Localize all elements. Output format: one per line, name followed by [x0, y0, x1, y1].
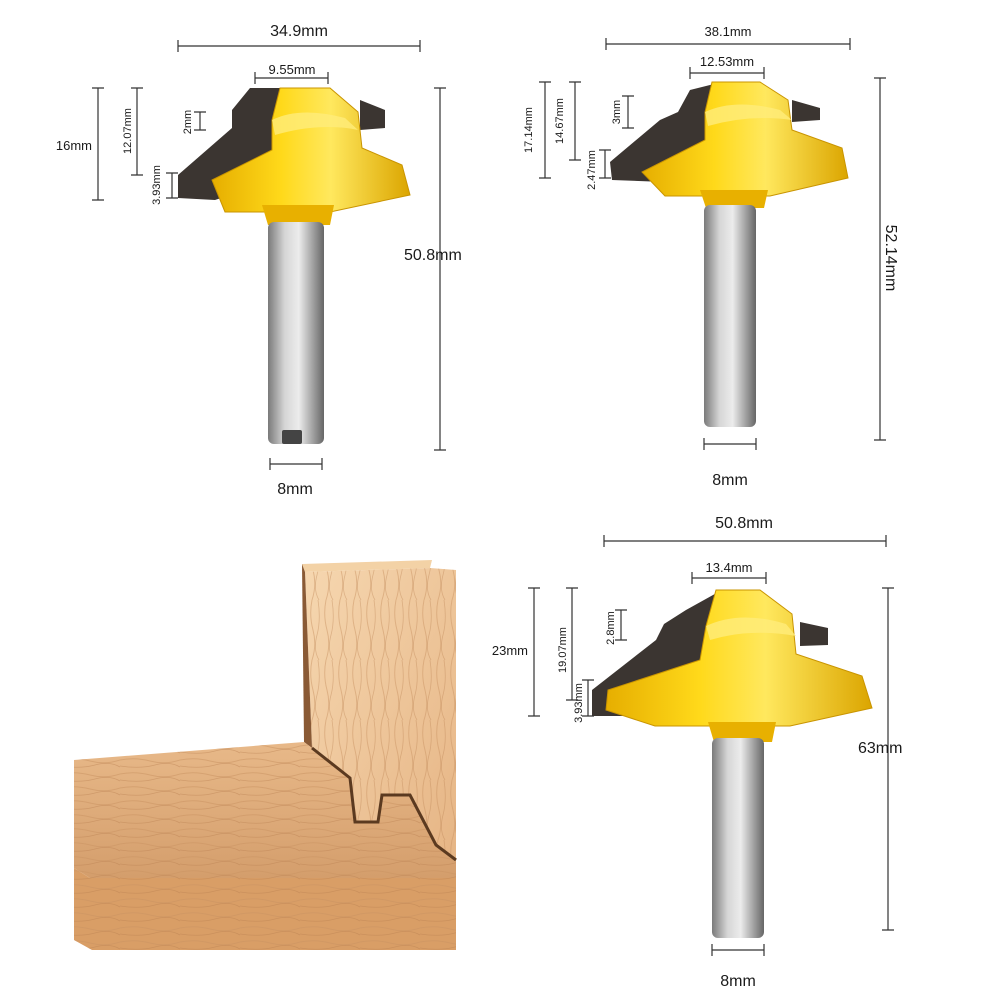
router-bit-icon — [610, 81, 849, 427]
cutter-body — [211, 87, 411, 213]
shank — [712, 738, 764, 938]
dimension-lines-c — [528, 535, 894, 956]
bit-c-lip-label: 3.93mm — [573, 683, 585, 723]
bit-b-lip-label: 2.47mm — [586, 150, 598, 190]
bit-a-length-label: 50.8mm — [404, 247, 462, 264]
bit-a-tooth-label: 2mm — [182, 110, 194, 134]
bit-b-profile-label: 14.67mm — [554, 98, 566, 144]
router-bit-b: 38.1mm 12.53mm 17.14mm 14.67mm 3mm 2.47m… — [523, 24, 899, 489]
cutter-body — [605, 589, 873, 727]
bit-c-top-label: 13.4mm — [706, 560, 753, 575]
bit-a-body-label: 16mm — [56, 138, 92, 153]
bit-c-body-label: 23mm — [492, 643, 528, 658]
bit-c-length-label: 63mm — [858, 740, 902, 757]
router-bit-c: 50.8mm 13.4mm 23mm 19.07mm 2.8mm 3.93mm … — [492, 515, 903, 990]
bit-a-width-label: 34.9mm — [270, 23, 328, 40]
shank — [704, 205, 756, 427]
bit-c-profile-label: 19.07mm — [557, 627, 569, 673]
bit-c-tooth-label: 2.8mm — [605, 611, 617, 645]
router-bit-icon — [178, 87, 411, 444]
bit-a-profile-label: 12.07mm — [122, 108, 134, 154]
bit-c-shank-label: 8mm — [720, 973, 756, 990]
carbide-tip — [800, 622, 828, 646]
shank — [268, 222, 324, 444]
bit-a-top-label: 9.55mm — [269, 62, 316, 77]
bit-a-lip-label: 3.93mm — [151, 165, 163, 205]
bit-c-width-label: 50.8mm — [715, 515, 773, 532]
bit-b-body-label: 17.14mm — [523, 107, 535, 153]
bit-a-shank-label: 8mm — [277, 481, 313, 498]
bit-b-width-label: 38.1mm — [705, 24, 752, 39]
router-bit-a: 34.9mm 9.55mm 16mm 12.07mm 2mm 3.93mm 50… — [56, 23, 462, 498]
lock-miter-joint-icon — [74, 560, 457, 950]
bit-b-shank-label: 8mm — [712, 472, 748, 489]
bit-b-tooth-label: 3mm — [611, 100, 623, 124]
bit-b-top-label: 12.53mm — [700, 54, 754, 69]
carbide-tip — [792, 100, 820, 122]
router-bit-icon — [592, 589, 873, 938]
dimension-lines-a — [92, 40, 446, 470]
dimension-lines-b — [539, 38, 886, 450]
bit-b-length-label: 52.14mm — [882, 225, 899, 292]
cutter-body — [641, 81, 849, 197]
carbide-tip — [360, 100, 385, 130]
